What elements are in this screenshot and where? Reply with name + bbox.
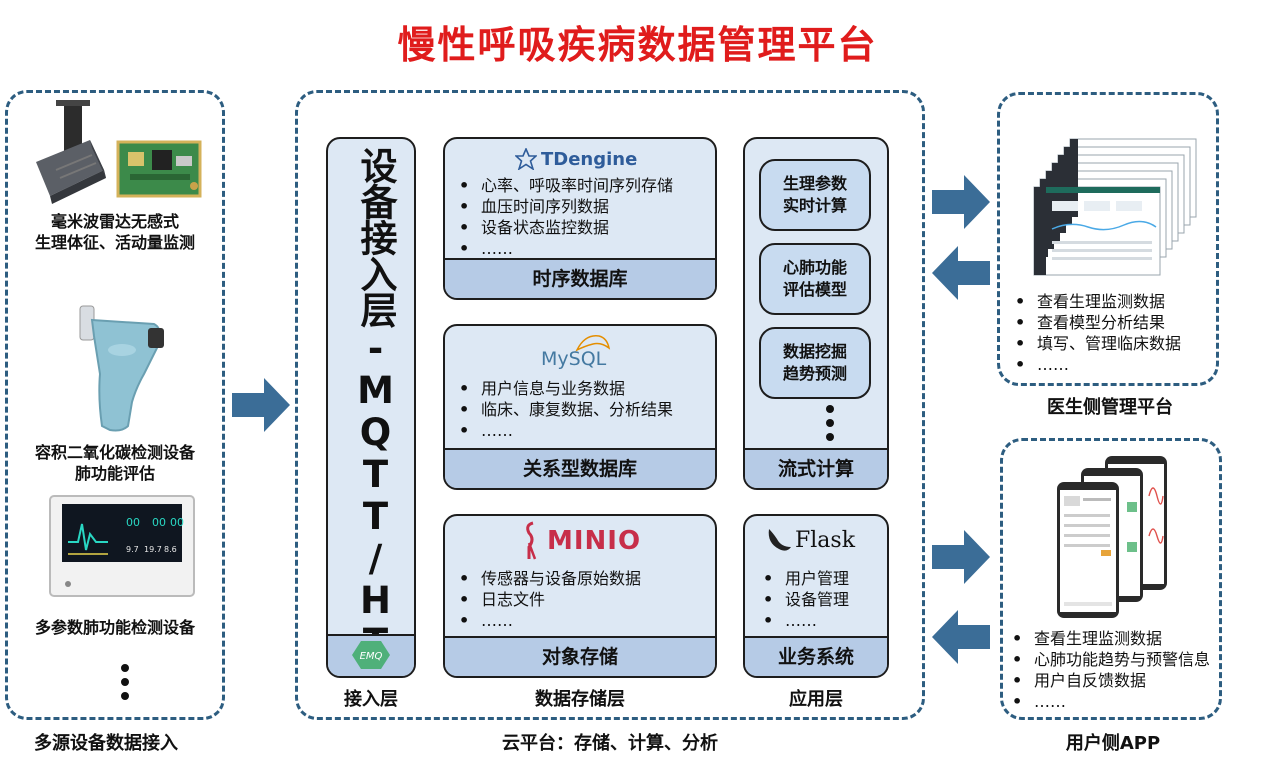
doctor-dashboard-screens-image (1033, 138, 1197, 276)
minio-footer: 对象存储 (445, 636, 715, 676)
list-item: 用户管理 (763, 568, 849, 589)
list-item: 用户自反馈数据 (1012, 670, 1210, 691)
tdengine-footer: 时序数据库 (445, 258, 715, 298)
radar-caption: 毫米波雷达无感式 生理体征、活动量监测 (34, 212, 195, 252)
user-app-items: 查看生理监测数据 心肺功能趋势与预警信息 用户自反馈数据 …… (1012, 628, 1210, 712)
list-item: …… (1012, 691, 1210, 712)
compute-pill-cardiopulmonary: 心肺功能 评估模型 (759, 243, 871, 315)
access-layer-vertical-text: 设备接入层-MQTT/HTTP (354, 147, 397, 635)
compute-pill-realtime: 生理参数 实时计算 (759, 159, 871, 231)
tdengine-items: 心率、呼吸率时间序列存储 血压时间序列数据 设备状态监控数据 …… (459, 175, 673, 259)
minio-panel: MINIO 传感器与设备原始数据 日志文件 …… 对象存储 (443, 514, 717, 678)
capnography-device-image (79, 305, 164, 432)
minio-logo: MINIO (521, 520, 641, 562)
mysql-footer: 关系型数据库 (445, 448, 715, 488)
monitor-value-5: 19.7 (144, 545, 162, 554)
monitor-value-4: 9.7 (126, 545, 139, 554)
device-sources-label: 多源设备数据接入 (34, 733, 178, 754)
device-sources-box (5, 90, 225, 720)
list-item: 查看生理监测数据 (1015, 291, 1181, 312)
more-compute-dots (826, 405, 834, 447)
list-item: …… (1015, 354, 1181, 375)
monitor-value-3: 00 (170, 516, 184, 529)
list-item: 填写、管理临床数据 (1015, 333, 1181, 354)
monitor-value-1: 00 (126, 516, 140, 529)
mysql-panel: MySQL 用户信息与业务数据 临床、康复数据、分析结果 …… 关系型数据库 (443, 324, 717, 490)
monitor-value-2: 00 (152, 516, 166, 529)
mysql-items: 用户信息与业务数据 临床、康复数据、分析结果 …… (459, 378, 673, 441)
list-item: …… (763, 610, 849, 631)
arrow-right-icon (232, 378, 290, 432)
lung-function-monitor-image: 00 00 00 9.7 19.7 8.6 (49, 495, 195, 597)
list-item: 临床、康复数据、分析结果 (459, 399, 673, 420)
svg-text:EMQ: EMQ (360, 651, 383, 662)
list-item: 查看生理监测数据 (1012, 628, 1210, 649)
doctor-items: 查看生理监测数据 查看模型分析结果 填写、管理临床数据 …… (1015, 291, 1181, 375)
list-item: 查看模型分析结果 (1015, 312, 1181, 333)
list-item: …… (459, 610, 641, 631)
arrow-left-icon (932, 610, 990, 664)
user-app-label: 用户侧APP (1065, 733, 1161, 754)
mysql-logo: MySQL (541, 330, 621, 372)
list-item: 设备状态监控数据 (459, 217, 673, 238)
radar-sensor-image (36, 100, 202, 204)
user-app-phones-image (1057, 456, 1167, 618)
tdengine-star-icon (515, 148, 537, 170)
emq-logo-area: EMQ (328, 634, 414, 676)
doctor-platform-box (997, 92, 1219, 386)
arrow-right-icon (932, 530, 990, 584)
list-item: 设备管理 (763, 589, 849, 610)
more-devices-dots (121, 664, 129, 706)
mysql-dolphin-icon (575, 335, 611, 352)
cloud-platform-label: 云平台：存储、计算、分析 (502, 733, 718, 754)
tdengine-panel: TDengine 心率、呼吸率时间序列存储 血压时间序列数据 设备状态监控数据 … (443, 137, 717, 300)
cloud-platform-box (295, 90, 925, 720)
list-item: 传感器与设备原始数据 (459, 568, 641, 589)
lung-monitor-caption: 多参数肺功能检测设备 (34, 618, 195, 637)
list-item: 日志文件 (459, 589, 641, 610)
flask-panel: Flask 用户管理 设备管理 …… 业务系统 (743, 514, 889, 678)
list-item: …… (459, 420, 673, 441)
page-title: 慢性呼吸疾病数据管理平台 (397, 23, 878, 67)
list-item: 心率、呼吸率时间序列存储 (459, 175, 673, 196)
app-layer-label: 应用层 (789, 689, 843, 710)
emq-logo-icon: EMQ (352, 641, 390, 669)
tdengine-logo: TDengine (515, 147, 637, 171)
access-layer-panel: 设备接入层-MQTT/HTTP EMQ (326, 137, 416, 678)
list-item: …… (459, 238, 673, 259)
list-item: 血压时间序列数据 (459, 196, 673, 217)
compute-pill-mining: 数据挖掘 趋势预测 (759, 327, 871, 399)
stream-compute-footer: 流式计算 (745, 448, 887, 488)
stream-compute-panel: 生理参数 实时计算 心肺功能 评估模型 数据挖掘 趋势预测 流式计算 (743, 137, 889, 490)
arrow-right-icon (932, 175, 990, 229)
access-layer-label: 接入层 (344, 689, 398, 710)
flask-logo: Flask (765, 522, 855, 558)
arrow-left-icon (932, 246, 990, 300)
list-item: 心肺功能趋势与预警信息 (1012, 649, 1210, 670)
flask-horn-icon (768, 529, 791, 551)
list-item: 用户信息与业务数据 (459, 378, 673, 399)
capnography-caption: 容积二氧化碳检测设备 肺功能评估 (34, 443, 195, 483)
minio-bird-icon (526, 521, 537, 560)
minio-items: 传感器与设备原始数据 日志文件 …… (459, 568, 641, 631)
doctor-platform-label: 医生侧管理平台 (1047, 397, 1173, 418)
flask-footer: 业务系统 (745, 636, 887, 676)
monitor-value-6: 8.6 (164, 545, 177, 554)
storage-layer-label: 数据存储层 (535, 689, 625, 710)
flask-items: 用户管理 设备管理 …… (763, 568, 849, 631)
user-app-box (1000, 438, 1222, 720)
